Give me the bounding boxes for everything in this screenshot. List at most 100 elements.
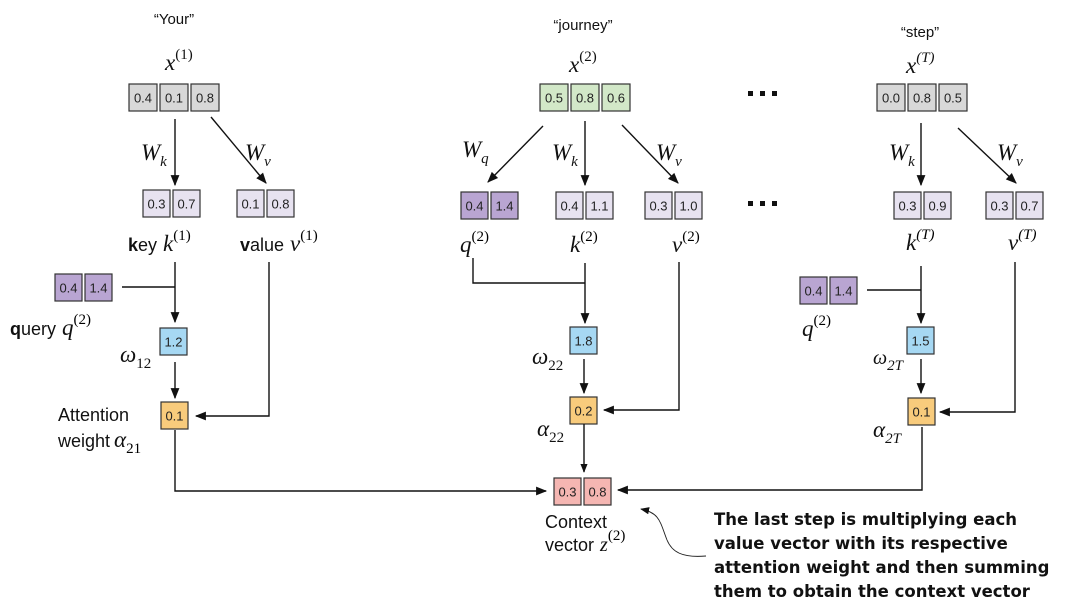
wq-label: Wq — [462, 137, 489, 167]
ellipsis-top — [748, 91, 777, 96]
vector-cell-value: 0.9 — [928, 199, 946, 214]
annotation-line: The last step is multiplying each — [714, 510, 1017, 529]
vector-cell-value: 0.5 — [944, 91, 962, 106]
vector-cell-value: 0.4 — [804, 284, 822, 299]
vector-cell — [266, 189, 295, 218]
vector-cell-value: 1.0 — [679, 199, 697, 214]
vector-cell-value: 0.4 — [59, 281, 77, 296]
vector-cell — [460, 191, 489, 220]
vector-cell — [54, 273, 83, 302]
vector-cell-value: 1.8 — [574, 334, 592, 349]
attention-score-label: ω12 — [120, 342, 151, 372]
query-vector: 0.4 1.4 — [799, 276, 858, 305]
context-label-line1: Context — [545, 512, 607, 532]
token-word: “Your” — [154, 11, 194, 28]
wk-label: Wk — [141, 140, 167, 170]
annotation-pointer-arrow — [640, 507, 707, 557]
weight-to-context-line — [174, 430, 548, 496]
vector-cell-value: 0.8 — [271, 197, 289, 212]
vector-cell-value: 0.8 — [913, 91, 931, 106]
vector-cell-value: 0.4 — [465, 199, 483, 214]
vector-cell — [893, 191, 922, 220]
vector-cell-value: 0.7 — [177, 197, 195, 212]
wq-arrow — [487, 125, 544, 183]
query-vector: 0.4 1.4 — [54, 273, 113, 302]
token-word: “journey” — [553, 17, 612, 34]
vector-cell — [159, 83, 189, 112]
vector-cell-value: 1.4 — [834, 284, 852, 299]
wv-arrow — [210, 116, 267, 184]
vector-cell — [907, 397, 936, 426]
vector-cell-value: 0.4 — [560, 199, 578, 214]
vector-cell-value: 0.7 — [1020, 199, 1038, 214]
wv-label: Wv — [245, 140, 271, 170]
vector-cell — [160, 401, 189, 430]
wv-arrow — [621, 124, 679, 184]
key-label: k(2) — [570, 229, 598, 257]
attention-weight: 0.2 — [569, 396, 598, 425]
vector-cell — [583, 477, 612, 506]
vector-cell-value: 1.4 — [89, 281, 107, 296]
wv-label: Wv — [656, 140, 682, 170]
vector-cell-value: 0.1 — [165, 409, 183, 424]
vector-cell — [829, 276, 858, 305]
annotation-line: attention weight and then summing — [714, 558, 1049, 577]
attention-score-label: ω22 — [532, 344, 563, 374]
query-label: q(2) — [802, 313, 831, 341]
vector-cell-value: 0.8 — [588, 485, 606, 500]
token-word: “step” — [901, 24, 939, 41]
attention-score: 1.5 — [906, 326, 935, 355]
wk-label: Wk — [552, 140, 578, 170]
vector-cell-value: 1.5 — [911, 334, 929, 349]
vector-cell — [938, 83, 968, 112]
key-vector: 0.3 0.7 — [142, 189, 201, 218]
vector-cell — [674, 191, 703, 220]
vector-cell — [236, 189, 265, 218]
annotation: The last step is multiplying each value … — [640, 507, 1049, 601]
vector-cell-value: 0.3 — [147, 197, 165, 212]
vector-cell — [601, 83, 631, 112]
vector-cell-value: 0.1 — [165, 91, 183, 106]
vector-cell — [555, 191, 584, 220]
vector-cell-value: 1.1 — [590, 199, 608, 214]
vector-cell — [644, 191, 673, 220]
query-connector — [472, 258, 585, 284]
vector-cell — [907, 83, 937, 112]
attention-weight: 0.1 — [907, 397, 936, 426]
attention-weight-label-line1: Attention — [58, 405, 129, 425]
vector-cell-value: 0.3 — [898, 199, 916, 214]
vector-cell — [569, 326, 598, 355]
vector-cell — [159, 327, 188, 356]
vector-cell — [539, 83, 569, 112]
vector-cell — [1015, 191, 1044, 220]
query-label: q(2) — [460, 229, 489, 257]
weight-to-context-line — [616, 427, 923, 495]
vector-cell-value: 0.2 — [574, 404, 592, 419]
value-label: v(T) — [1008, 227, 1037, 255]
vector-cell — [128, 83, 158, 112]
key-vector: 0.3 0.9 — [893, 191, 952, 220]
vector-cell-value: 0.8 — [576, 91, 594, 106]
attention-score-label: ω2T — [873, 347, 905, 374]
vector-cell-value: 0.5 — [545, 91, 563, 106]
value-vector: 0.1 0.8 — [236, 189, 295, 218]
vector-cell — [553, 477, 582, 506]
vector-cell-value: 0.1 — [241, 197, 259, 212]
attention-score: 1.2 — [159, 327, 188, 356]
vector-cell — [585, 191, 614, 220]
attention-weight: 0.1 — [160, 401, 189, 430]
